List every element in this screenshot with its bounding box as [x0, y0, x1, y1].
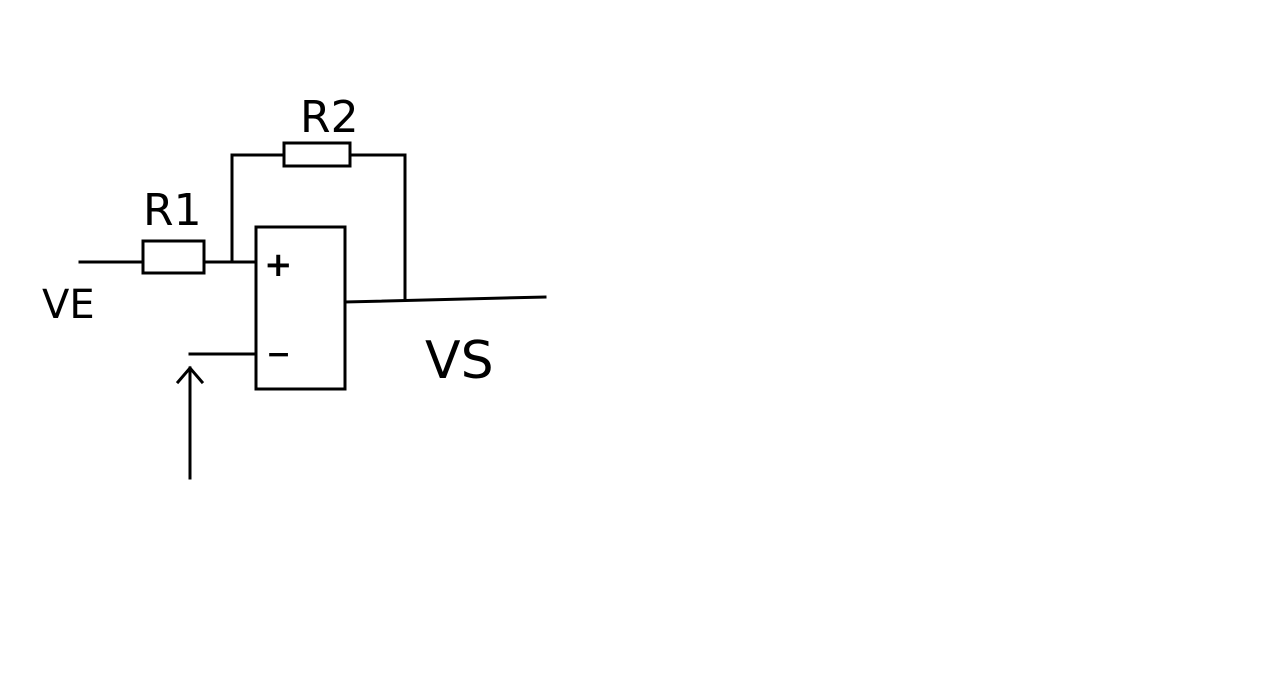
r1-label: R1: [143, 185, 202, 236]
plus-symbol: +: [264, 245, 293, 285]
resistor-r2: [282, 141, 352, 168]
op-amp-body: [254, 225, 347, 391]
r2-label: R2: [300, 92, 359, 143]
resistor-r1: [141, 239, 206, 275]
input-voltage-label: VE: [42, 282, 95, 328]
feedback-right-wire: [348, 153, 407, 302]
minus-symbol: −: [266, 337, 291, 372]
output-voltage-label: VS: [425, 331, 494, 391]
minus-arrow-head: [175, 365, 205, 385]
feedback-left-wire: [230, 153, 286, 264]
output-wire: [343, 295, 547, 304]
